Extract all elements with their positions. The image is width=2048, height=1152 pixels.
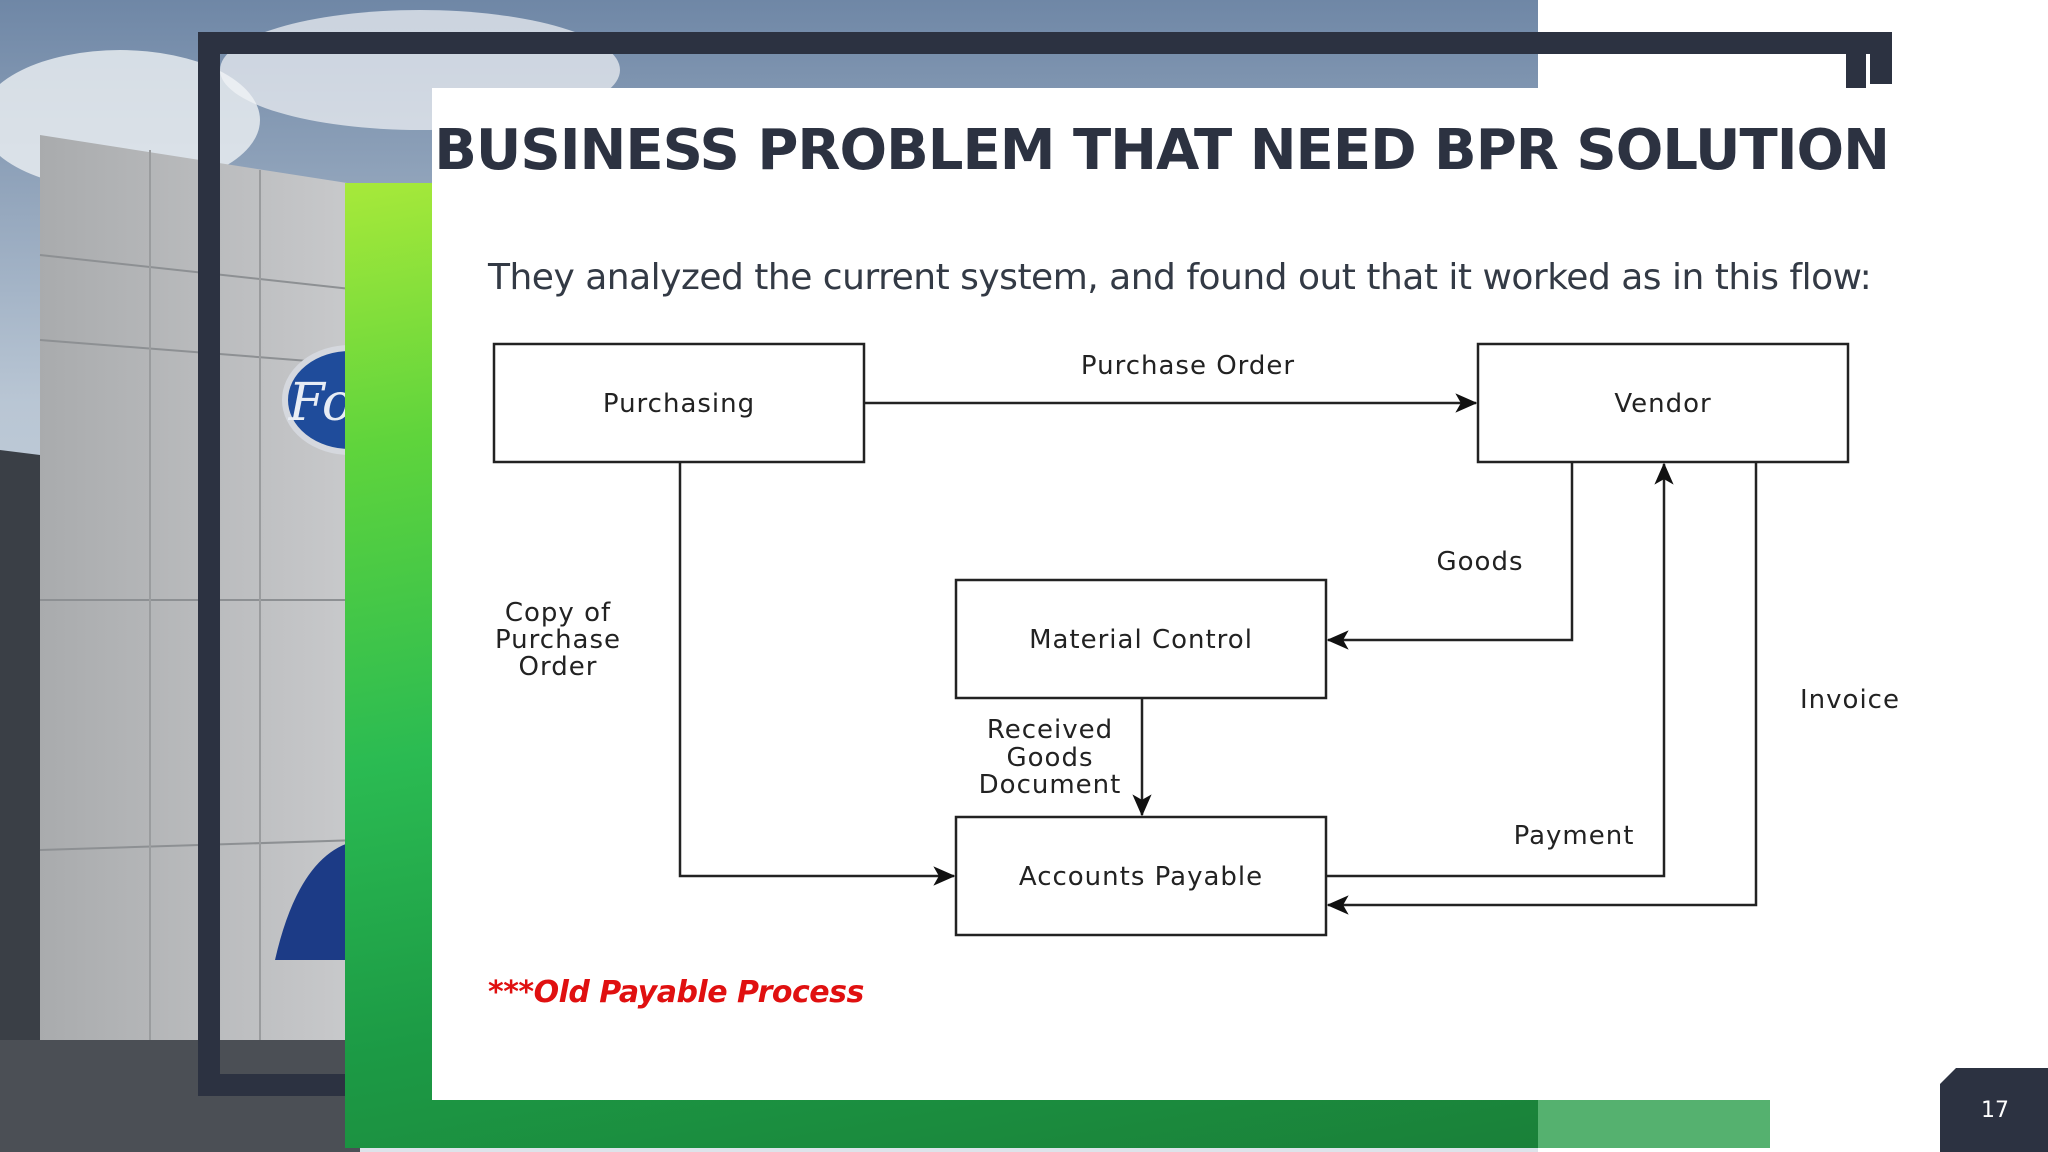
copy-po-label-line: Copy of	[505, 598, 611, 628]
vendor-box	[1476, 342, 1850, 464]
copy-po-label-line: Order	[519, 652, 598, 682]
page-number-tab	[1940, 1068, 2048, 1152]
payment-label: Payment	[1514, 821, 1635, 851]
received-goods-label-line: Document	[979, 770, 1122, 800]
received-goods-label-line: Received	[987, 715, 1113, 745]
received-goods-label-line: Goods	[1006, 743, 1093, 773]
intro-text: They analyzed the current system, and fo…	[488, 257, 1872, 298]
accounts-payable-label: Accounts Payable	[1019, 862, 1263, 892]
purchase-order-label: Purchase Order	[1081, 351, 1295, 381]
invoice-arrow	[1326, 462, 1758, 915]
frame-accent	[1846, 52, 1866, 88]
content-panel	[432, 88, 1892, 1100]
material-control-label: Material Control	[1029, 625, 1253, 655]
goods-arrow	[1326, 462, 1574, 650]
old-process-note: ***Old Payable Process	[488, 975, 864, 1010]
vendor-label: Vendor	[1614, 389, 1711, 419]
goods-label: Goods	[1436, 547, 1523, 577]
copy-po-label-line: Purchase	[495, 625, 621, 655]
frame-accent	[1870, 52, 1892, 84]
green-accent-strip	[1538, 1100, 1770, 1148]
invoice-label: Invoice	[1800, 685, 1900, 715]
page-number: 17	[1981, 1098, 2009, 1123]
purchasing-label: Purchasing	[603, 389, 755, 419]
payment-arrow	[1326, 462, 1674, 878]
slide-title: BUSINESS PROBLEM THAT NEED BPR SOLUTION	[434, 118, 1890, 183]
copy-po-arrow	[678, 462, 956, 886]
